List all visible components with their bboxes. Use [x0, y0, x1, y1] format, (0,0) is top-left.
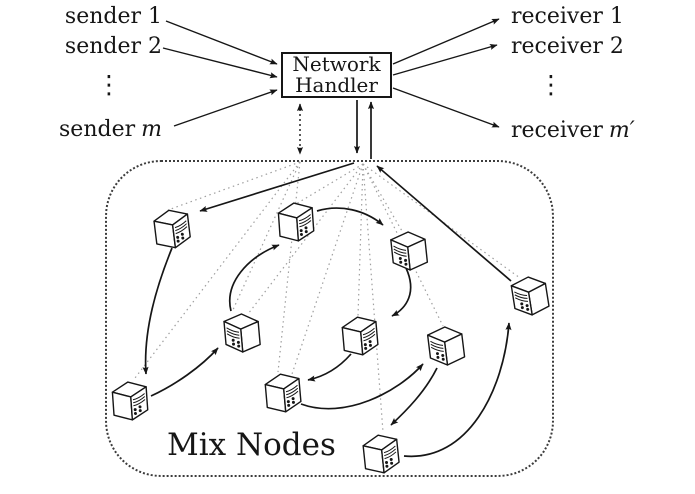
- network-handler-box: Network Handler: [281, 52, 392, 98]
- sender-2-label: sender 2: [18, 34, 162, 60]
- message-routes-layer: [142, 18, 512, 458]
- server-icon: [277, 202, 315, 242]
- potential-link-line: [362, 163, 384, 433]
- potential-link-line: [362, 163, 403, 232]
- mix-nodes-label: Mix Nodes: [167, 427, 336, 463]
- network-handler-title-line1: Network: [292, 52, 381, 76]
- sender-2-text: sender 2: [64, 34, 162, 59]
- potential-link-line: [357, 163, 364, 317]
- node-9-to-node-10-arrow: [390, 367, 438, 426]
- potential-link-line: [291, 163, 364, 375]
- sender-1-text: sender 1: [64, 4, 162, 29]
- server-icon: [264, 373, 302, 413]
- mix-nodes-layer: [111, 202, 550, 474]
- server-icon: [223, 313, 261, 353]
- node-10-to-node-4-arrow: [403, 322, 512, 458]
- vertical-ellipsis-icon: ⋮: [96, 70, 122, 99]
- potential-link-line: [167, 161, 301, 211]
- node-5-to-node-2-arrow: [228, 244, 280, 312]
- sender-1-label: sender 1: [18, 4, 162, 30]
- node-6-to-node-5-arrow: [150, 347, 219, 397]
- sender-2-link-arrow: [162, 47, 278, 79]
- node-3-to-node-8-arrow: [391, 267, 412, 317]
- node-7-to-node-9-arrow: [300, 363, 424, 410]
- node-1-to-node-6-arrow: [142, 247, 173, 375]
- node-4-to-mix-out-arrow: [376, 165, 512, 282]
- potential-link-line: [247, 163, 364, 315]
- vertical-ellipsis-icon: ⋮: [538, 70, 564, 99]
- server-icon: [153, 209, 191, 249]
- potential-links-layer: [134, 161, 521, 433]
- server-icon: [390, 231, 429, 271]
- potential-link-line: [134, 161, 301, 379]
- receiver-2-link-arrow: [392, 44, 498, 76]
- potential-link-line: [277, 161, 301, 373]
- sender-m-var: m: [141, 117, 162, 142]
- receiver-m-var: m′: [608, 118, 635, 143]
- receiver-1-label: receiver 1: [511, 4, 681, 30]
- receiver-m-link-arrow: [392, 87, 500, 128]
- server-icon: [426, 326, 466, 366]
- receiver-1-text: receiver 1: [511, 4, 624, 29]
- receiver-1-link-arrow: [392, 18, 500, 65]
- mix-in-to-node-1-arrow: [199, 162, 355, 212]
- sender-m-text: sender: [59, 117, 136, 142]
- network-handler-title-line2: Handler: [295, 73, 378, 97]
- server-icon: [341, 316, 379, 356]
- receiver-m-text: receiver: [511, 118, 603, 143]
- server-icon: [510, 276, 550, 316]
- node-2-to-node-3-arrow: [316, 207, 384, 226]
- server-icon: [362, 434, 400, 474]
- receiver-2-label: receiver 2: [511, 34, 681, 60]
- mix-nodes-region: [105, 160, 554, 477]
- node-8-to-node-7-arrow: [307, 353, 352, 382]
- server-icon: [111, 381, 149, 421]
- sender-m-link-arrow: [173, 89, 278, 127]
- receiver-2-text: receiver 2: [511, 34, 624, 59]
- potential-link-line: [295, 163, 364, 205]
- sender-1-link-arrow: [165, 20, 278, 65]
